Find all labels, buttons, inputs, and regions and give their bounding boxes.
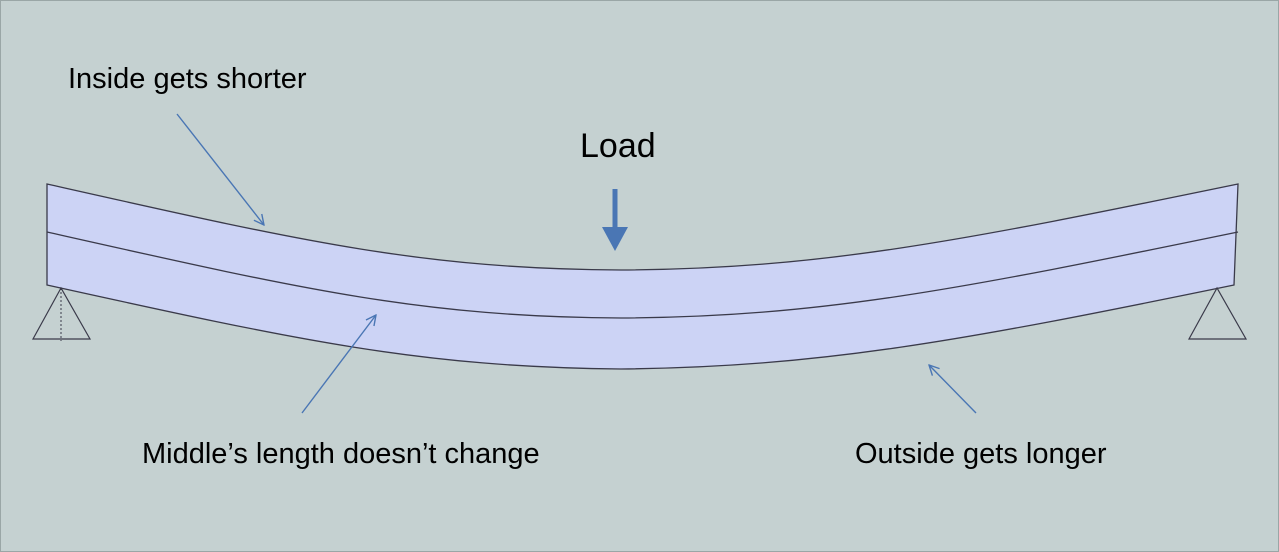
inside-label: Inside gets shorter [68, 63, 307, 95]
middle-label: Middle’s length doesn’t change [142, 438, 540, 470]
load-arrow [602, 189, 628, 251]
bent-beam [46, 183, 1239, 370]
neutral-axis-line [46, 231, 1239, 319]
outside-label: Outside gets longer [855, 438, 1107, 470]
middle-callout-arrow [301, 315, 376, 414]
inside-callout-arrow [176, 113, 264, 225]
outside-callout-arrow [929, 365, 977, 414]
right-support-triangle [1187, 286, 1248, 340]
load-label: Load [580, 127, 656, 165]
